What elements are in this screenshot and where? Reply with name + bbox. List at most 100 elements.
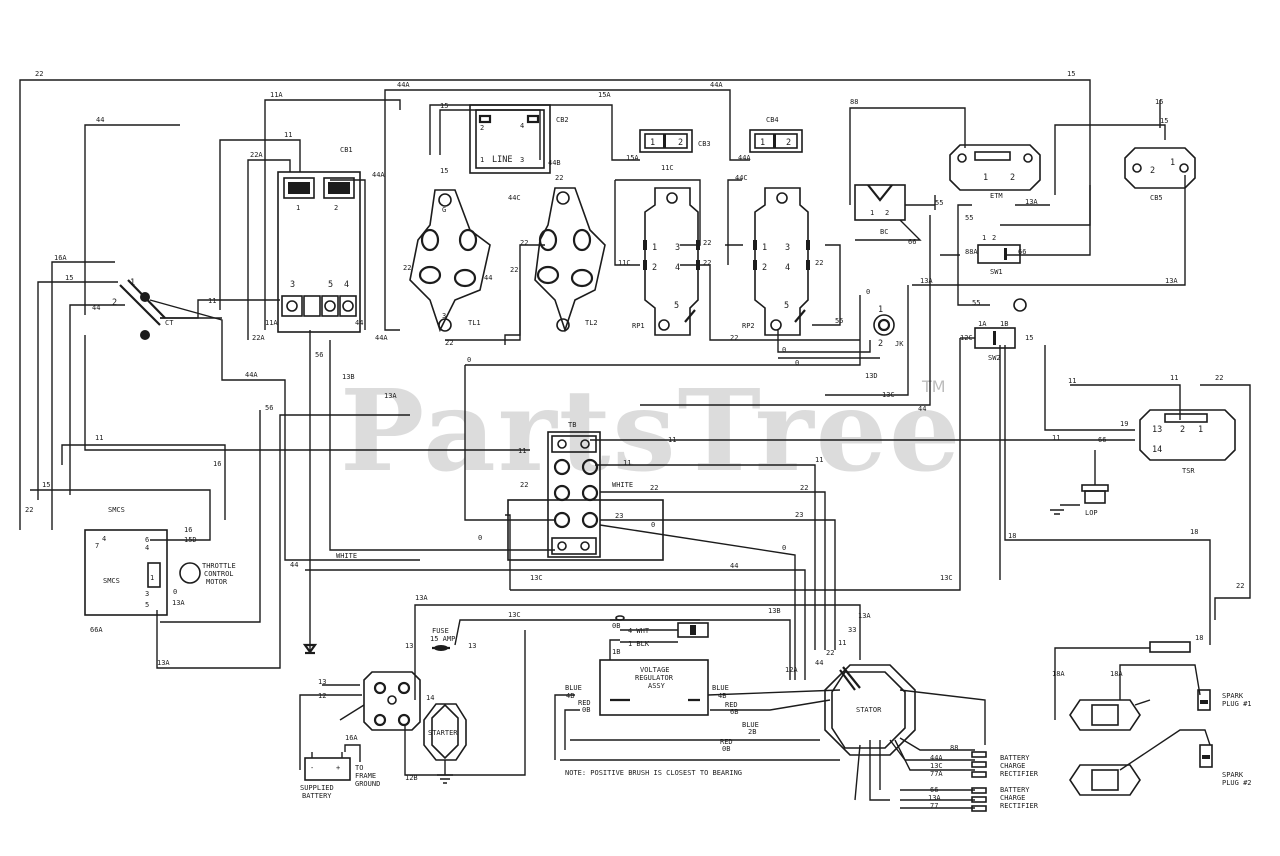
switch-sw2: 1A 1B SW2 [974,298,1027,362]
wire-label: 11A [265,319,278,327]
wire-label: 56 [315,351,323,359]
svg-text:4: 4 [675,263,680,273]
label-throttle-1: THROTTLE [202,562,236,570]
wire-label: 11 [518,447,526,455]
label-cb4: CB4 [766,116,779,124]
circuit-breaker-cb5: 2 1 CB5 [1124,147,1196,202]
label-blue-3: BLUE [742,721,759,729]
wire-label: 44B [548,159,561,167]
wire-color-labels: WHITE WHITE BLUE BLUE BLUE RED RED RED 4… [336,481,759,753]
circuit-breaker-cb3: 1 2 CB3 [639,129,711,153]
ignition-coil-2 [1069,764,1141,796]
circuit-breaker-cb1: 1 2 3 5 4 CB1 [277,146,361,333]
wire-label: 22 [35,70,43,78]
wire-label: 0 [795,359,799,367]
wire-label: 55 [935,199,943,207]
wire-label: 15 [1025,334,1033,342]
label-red-3: RED [720,738,733,746]
svg-text:3: 3 [145,590,149,598]
jack-jk: 1 2 JK [873,305,904,349]
twist-lock-tl1: G 3 TL1 [409,189,491,333]
svg-text:2: 2 [786,138,791,148]
svg-text:4: 4 [344,280,349,290]
current-transformer-ct: 1 2 CT [112,278,174,340]
wire-label: 44A [372,171,385,179]
label-line: LINE [492,155,512,165]
ignition-coil-1 [1069,699,1151,731]
wire-label: 13C [930,762,943,770]
wire-label: 18A [1110,670,1123,678]
svg-text:2: 2 [112,298,117,308]
wire-label: 22 [445,339,453,347]
wire-label: 15 [1155,98,1163,106]
label-white-1: WHITE [336,552,357,560]
label-vr-2: REGULATOR [635,674,674,682]
label-b1d: 0B [582,706,590,714]
wire-label: 23 [795,511,803,519]
svg-text:2: 2 [885,209,889,217]
svg-text:3: 3 [520,156,524,164]
label-spark2-1: SPARK [1222,771,1244,779]
label-red-1: RED [578,699,591,707]
battery: - + SUPPLIED BATTERY TO FRAME GROUND [300,744,380,800]
wire-label: 0 [467,356,471,364]
svg-text:2: 2 [1180,425,1185,435]
label-spark1-1: SPARK [1222,692,1244,700]
wire-label: 22 [520,481,528,489]
label-b1b: 4B [718,692,726,700]
label-stator: STATOR [856,706,882,714]
stator: STATOR [824,664,916,756]
svg-text:2: 2 [652,263,657,273]
wire-label: 11C [618,259,631,267]
svg-text:5: 5 [784,301,789,311]
wire-label: 44 [96,116,104,124]
wire-label: 11 [1052,434,1060,442]
wire-label: 23 [615,512,623,520]
battery-charge-rectifier-2: BATTERY CHARGE RECTIFIER [971,786,1039,812]
svg-text:+: + [336,764,340,772]
label-charge-1a: BATTERY [1000,754,1030,762]
relay-tsr: 13 14 2 1 TSR [1139,409,1236,475]
svg-text:1A: 1A [978,320,987,328]
wire-label: 12A [785,666,798,674]
svg-text:3: 3 [675,243,680,253]
svg-text:-: - [310,764,314,772]
wire-label: 19 [1120,420,1128,428]
wire-label: 13B [342,373,355,381]
receptacle-rp1: 1 2 3 4 5 RP1 [632,187,700,336]
svg-text:1: 1 [296,204,300,212]
wire-label: 15D [184,536,197,544]
label-cb2: CB2 [556,116,569,124]
label-jk: JK [895,340,904,348]
circuit-breaker-cb4: 1 2 CB4 [749,116,803,153]
label-tsr: TSR [1182,467,1195,475]
wire-label: 22 [1215,374,1223,382]
svg-text:2: 2 [1150,166,1155,176]
wire-label: 77 [930,802,938,810]
low-oil-pressure-switch: LOP [1050,450,1109,517]
wire-label: 22 [1236,582,1244,590]
wire-number-labels: 22 15 44A 44A 11A 15A 15 44 11 22A 44A 1… [25,70,1244,810]
label-charge-2c: RECTIFIER [1000,802,1039,810]
label-blue-1: BLUE [565,684,582,692]
label-white-2: WHITE [612,481,633,489]
wire-label: 15 [42,481,50,489]
wire-label: 15 [440,102,448,110]
label-throttle-3: MOTOR [206,578,228,586]
label-throttle-2: CONTROL [204,570,234,578]
wire-label: 11 [623,459,631,467]
wire-label: 22 [25,506,33,514]
watermark-trademark: TM [921,377,946,396]
label-ct: CT [165,319,174,327]
label-bc: BC [880,228,888,236]
label-r1a: 6B [730,708,738,716]
wire-label: 13A [858,612,871,620]
wire-label: 66A [90,626,103,634]
wire-label: 14 [426,694,434,702]
wire-label: 22 [403,264,411,272]
watermark-text: PartsTree [340,366,962,497]
wire-label: 12 [318,692,326,700]
switch-sw1: 1 2 SW1 [977,234,1021,276]
wire-label: 11A [270,91,283,99]
